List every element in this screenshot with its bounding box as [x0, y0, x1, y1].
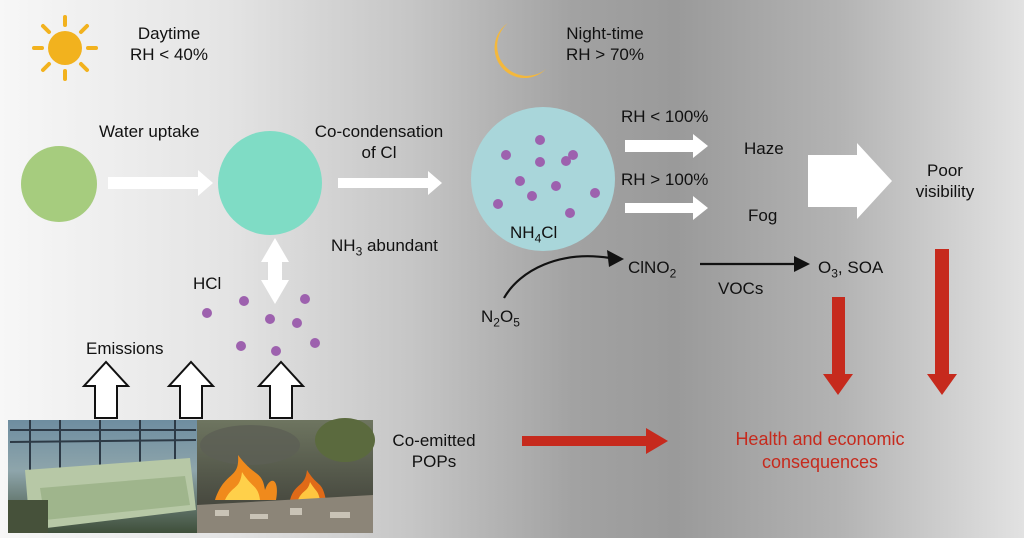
industrial-plant-photo	[8, 420, 197, 533]
hcl-dots	[202, 294, 320, 356]
health-economic-label: Health and economic consequences	[712, 428, 928, 474]
arrow-fog	[625, 196, 708, 220]
arrow-hcl-updown	[261, 238, 289, 304]
white-arrows	[108, 134, 892, 304]
o3-prefix: O	[818, 258, 832, 277]
nh4cl-prefix: NH	[510, 223, 535, 242]
waste-burning-photo	[197, 418, 375, 533]
wet-particle	[218, 131, 322, 235]
emissions-label: Emissions	[86, 339, 164, 358]
o3-soa-label: O3, SOA	[818, 257, 883, 284]
n2o5-s1: 2	[493, 315, 500, 330]
nighttime-title: Night-time	[566, 24, 644, 43]
nh3-abundant-label: NH3 abundant	[331, 235, 438, 262]
nh3-suffix: abundant	[362, 236, 438, 255]
vocs-label: VOCs	[718, 279, 764, 298]
daytime-rh: RH < 40%	[130, 45, 208, 64]
fog-label: Fog	[748, 206, 778, 225]
clno2-prefix: ClNO	[628, 258, 670, 277]
poor-visibility-line1: Poor	[927, 161, 963, 180]
clno2-label: ClNO2	[628, 257, 676, 284]
hcl-label: HCl	[193, 274, 222, 293]
emission-arrow-2	[166, 360, 216, 419]
arrow-cocondensation	[338, 171, 442, 195]
rh-less-100-label: RH < 100%	[621, 107, 709, 126]
coemitted-pops-label: Co-emitted POPs	[384, 430, 484, 472]
nh4cl-suffix: Cl	[541, 223, 558, 242]
moon-icon	[494, 23, 546, 79]
nh4cl-sub: 4	[534, 231, 542, 246]
o3-sub: 3	[831, 266, 838, 281]
poor-visibility-label: Poor visibility	[895, 160, 995, 202]
droplet-dots	[493, 135, 600, 218]
health-line1: Health and economic	[735, 429, 905, 449]
arrow-n2o5-to-clno2	[503, 255, 611, 299]
arrowhead-o3	[794, 256, 810, 272]
coemitted-line1: Co-emitted	[392, 431, 476, 450]
emission-arrow-1	[81, 360, 131, 419]
dry-particle	[21, 146, 97, 222]
o3-suffix: , SOA	[837, 258, 884, 277]
n2o5-p1: N	[481, 307, 494, 326]
n2o5-s2: 5	[513, 315, 520, 330]
red-arrow-o3-soa	[823, 297, 853, 395]
sun-icon	[32, 15, 98, 81]
nighttime-label: Night-time RH > 70%	[550, 23, 660, 65]
rh-greater-100-label: RH > 100%	[621, 170, 709, 189]
arrow-poor-visibility	[808, 143, 892, 219]
arrow-haze	[625, 134, 708, 158]
nh3-sub: 3	[355, 244, 363, 259]
cocondensation-line2: of Cl	[361, 143, 397, 162]
arrow-water-uptake	[108, 170, 213, 196]
nh4cl-droplet	[471, 107, 615, 251]
black-arrows	[503, 255, 796, 299]
emission-arrow-3	[256, 360, 306, 419]
haze-label: Haze	[744, 139, 784, 158]
water-uptake-label: Water uptake	[99, 122, 200, 141]
nh3-prefix: NH	[331, 236, 356, 255]
nighttime-rh: RH > 70%	[566, 45, 644, 64]
cocondensation-line1: Co-condensation	[314, 122, 444, 141]
arrowhead-n2o5	[607, 250, 624, 267]
coemitted-line2: POPs	[411, 452, 457, 471]
cocondensation-label: Co-condensation of Cl	[299, 121, 459, 163]
nh4cl-label: NH4Cl	[510, 222, 557, 249]
clno2-sub: 2	[669, 266, 677, 281]
n2o5-p2: O	[499, 307, 514, 326]
n2o5-label: N2O5	[481, 306, 520, 333]
daytime-title: Daytime	[137, 24, 201, 43]
poor-visibility-line2: visibility	[915, 182, 975, 201]
emission-arrows	[81, 360, 306, 419]
health-line2: consequences	[761, 452, 879, 472]
red-arrow-visibility	[927, 249, 957, 395]
daytime-label: Daytime RH < 40%	[114, 23, 224, 65]
red-arrow-coemitted	[522, 428, 668, 454]
red-arrows	[522, 249, 957, 454]
